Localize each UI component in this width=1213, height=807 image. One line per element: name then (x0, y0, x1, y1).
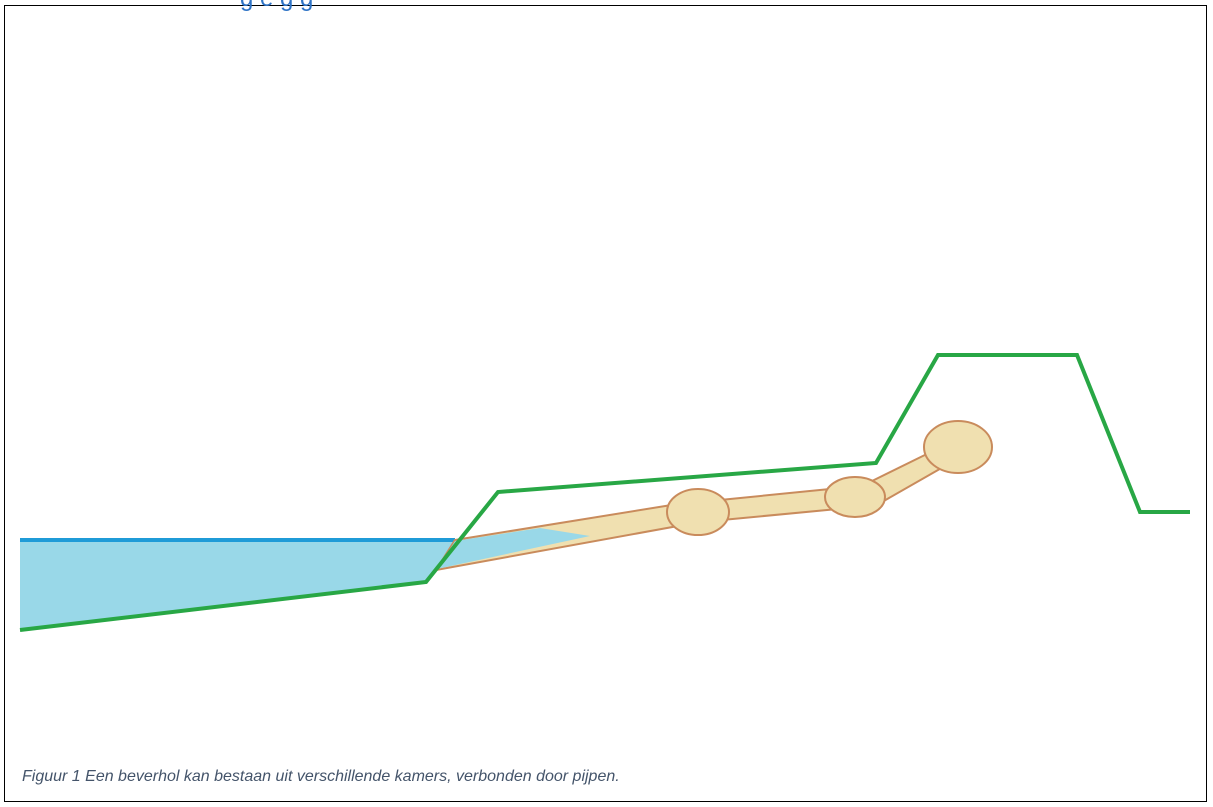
chamber-3 (923, 420, 993, 474)
chamber-1 (666, 488, 730, 536)
figure-caption: Figuur 1 Een beverhol kan bestaan uit ve… (22, 768, 620, 785)
water-body (20, 540, 455, 630)
ground-profile-line (19, 353, 1190, 632)
heading-cutoff: g e g g (240, 0, 313, 11)
burrow (435, 420, 993, 571)
page-frame (4, 5, 1207, 802)
entrance-tunnel-water (437, 528, 590, 569)
chamber-2 (824, 476, 886, 518)
